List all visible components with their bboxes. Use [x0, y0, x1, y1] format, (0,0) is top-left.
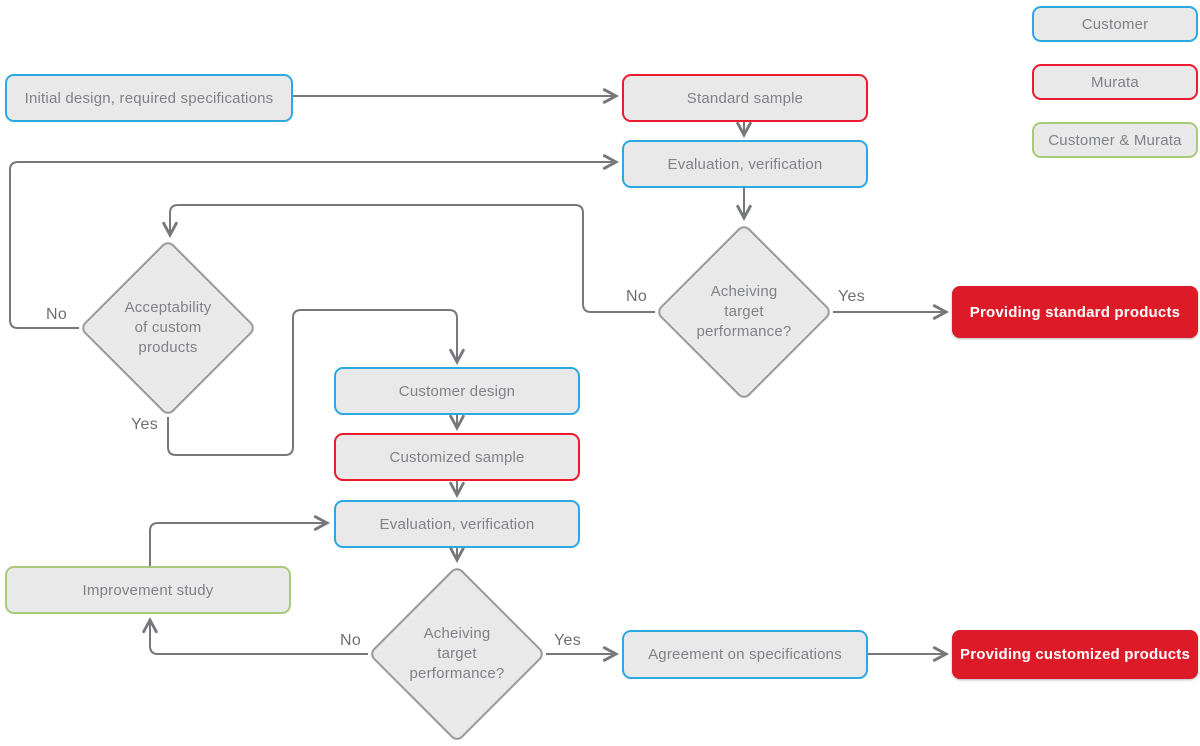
node-customized-sample-label: Customized sample [389, 448, 525, 466]
legend-customer-label: Customer [1081, 15, 1149, 33]
node-evaluation-verification-bottom-label: Evaluation, verification [379, 515, 535, 533]
node-customer-design-label: Customer design [398, 382, 516, 400]
node-evaluation-verification-bottom: Evaluation, verification [334, 500, 580, 548]
legend-customer-and-murata: Customer & Murata [1032, 122, 1198, 158]
legend-customer: Customer [1032, 6, 1198, 42]
decision-acceptability: Acceptability of custom products [124, 298, 212, 357]
node-evaluation-verification-top-label: Evaluation, verification [667, 155, 823, 173]
edge-improvement-to-evaluation2 [149, 515, 331, 566]
node-agreement-on-specifications: Agreement on specifications [622, 630, 868, 679]
edge-label-decision1-yes: Yes [838, 288, 866, 305]
edge-decision2-no-to-improvement [142, 616, 368, 655]
node-providing-customized-products: Providing customized products [952, 630, 1198, 679]
node-improvement-study: Improvement study [5, 566, 291, 614]
edge-label-decision1-no: No [626, 288, 648, 305]
edge-label-acceptability-no: No [46, 306, 68, 323]
legend-murata: Murata [1032, 64, 1198, 100]
node-customized-sample: Customized sample [334, 433, 580, 481]
node-providing-standard-products: Providing standard products [952, 286, 1198, 338]
node-initial-design: Initial design, required specifications [5, 74, 293, 122]
node-standard-sample: Standard sample [622, 74, 868, 122]
edge-label-acceptability-yes: Yes [131, 416, 159, 433]
legend-customer-and-murata-label: Customer & Murata [1048, 131, 1182, 149]
legend-murata-label: Murata [1091, 73, 1139, 91]
node-providing-standard-products-label: Providing standard products [969, 303, 1181, 321]
node-standard-sample-label: Standard sample [686, 89, 804, 107]
edge-label-decision2-no: No [340, 632, 362, 649]
node-improvement-study-label: Improvement study [82, 581, 214, 599]
node-agreement-on-specifications-label: Agreement on specifications [648, 646, 842, 663]
node-evaluation-verification-top: Evaluation, verification [622, 140, 868, 188]
edge-label-decision2-yes: Yes [554, 632, 582, 649]
node-providing-customized-products-label: Providing customized products [960, 646, 1190, 663]
decision-achieving-target-2: Acheiving target performance? [409, 624, 505, 683]
node-customer-design: Customer design [334, 367, 580, 415]
node-initial-design-label: Initial design, required specifications [24, 89, 274, 107]
decision-achieving-target-1: Acheiving target performance? [696, 282, 792, 341]
